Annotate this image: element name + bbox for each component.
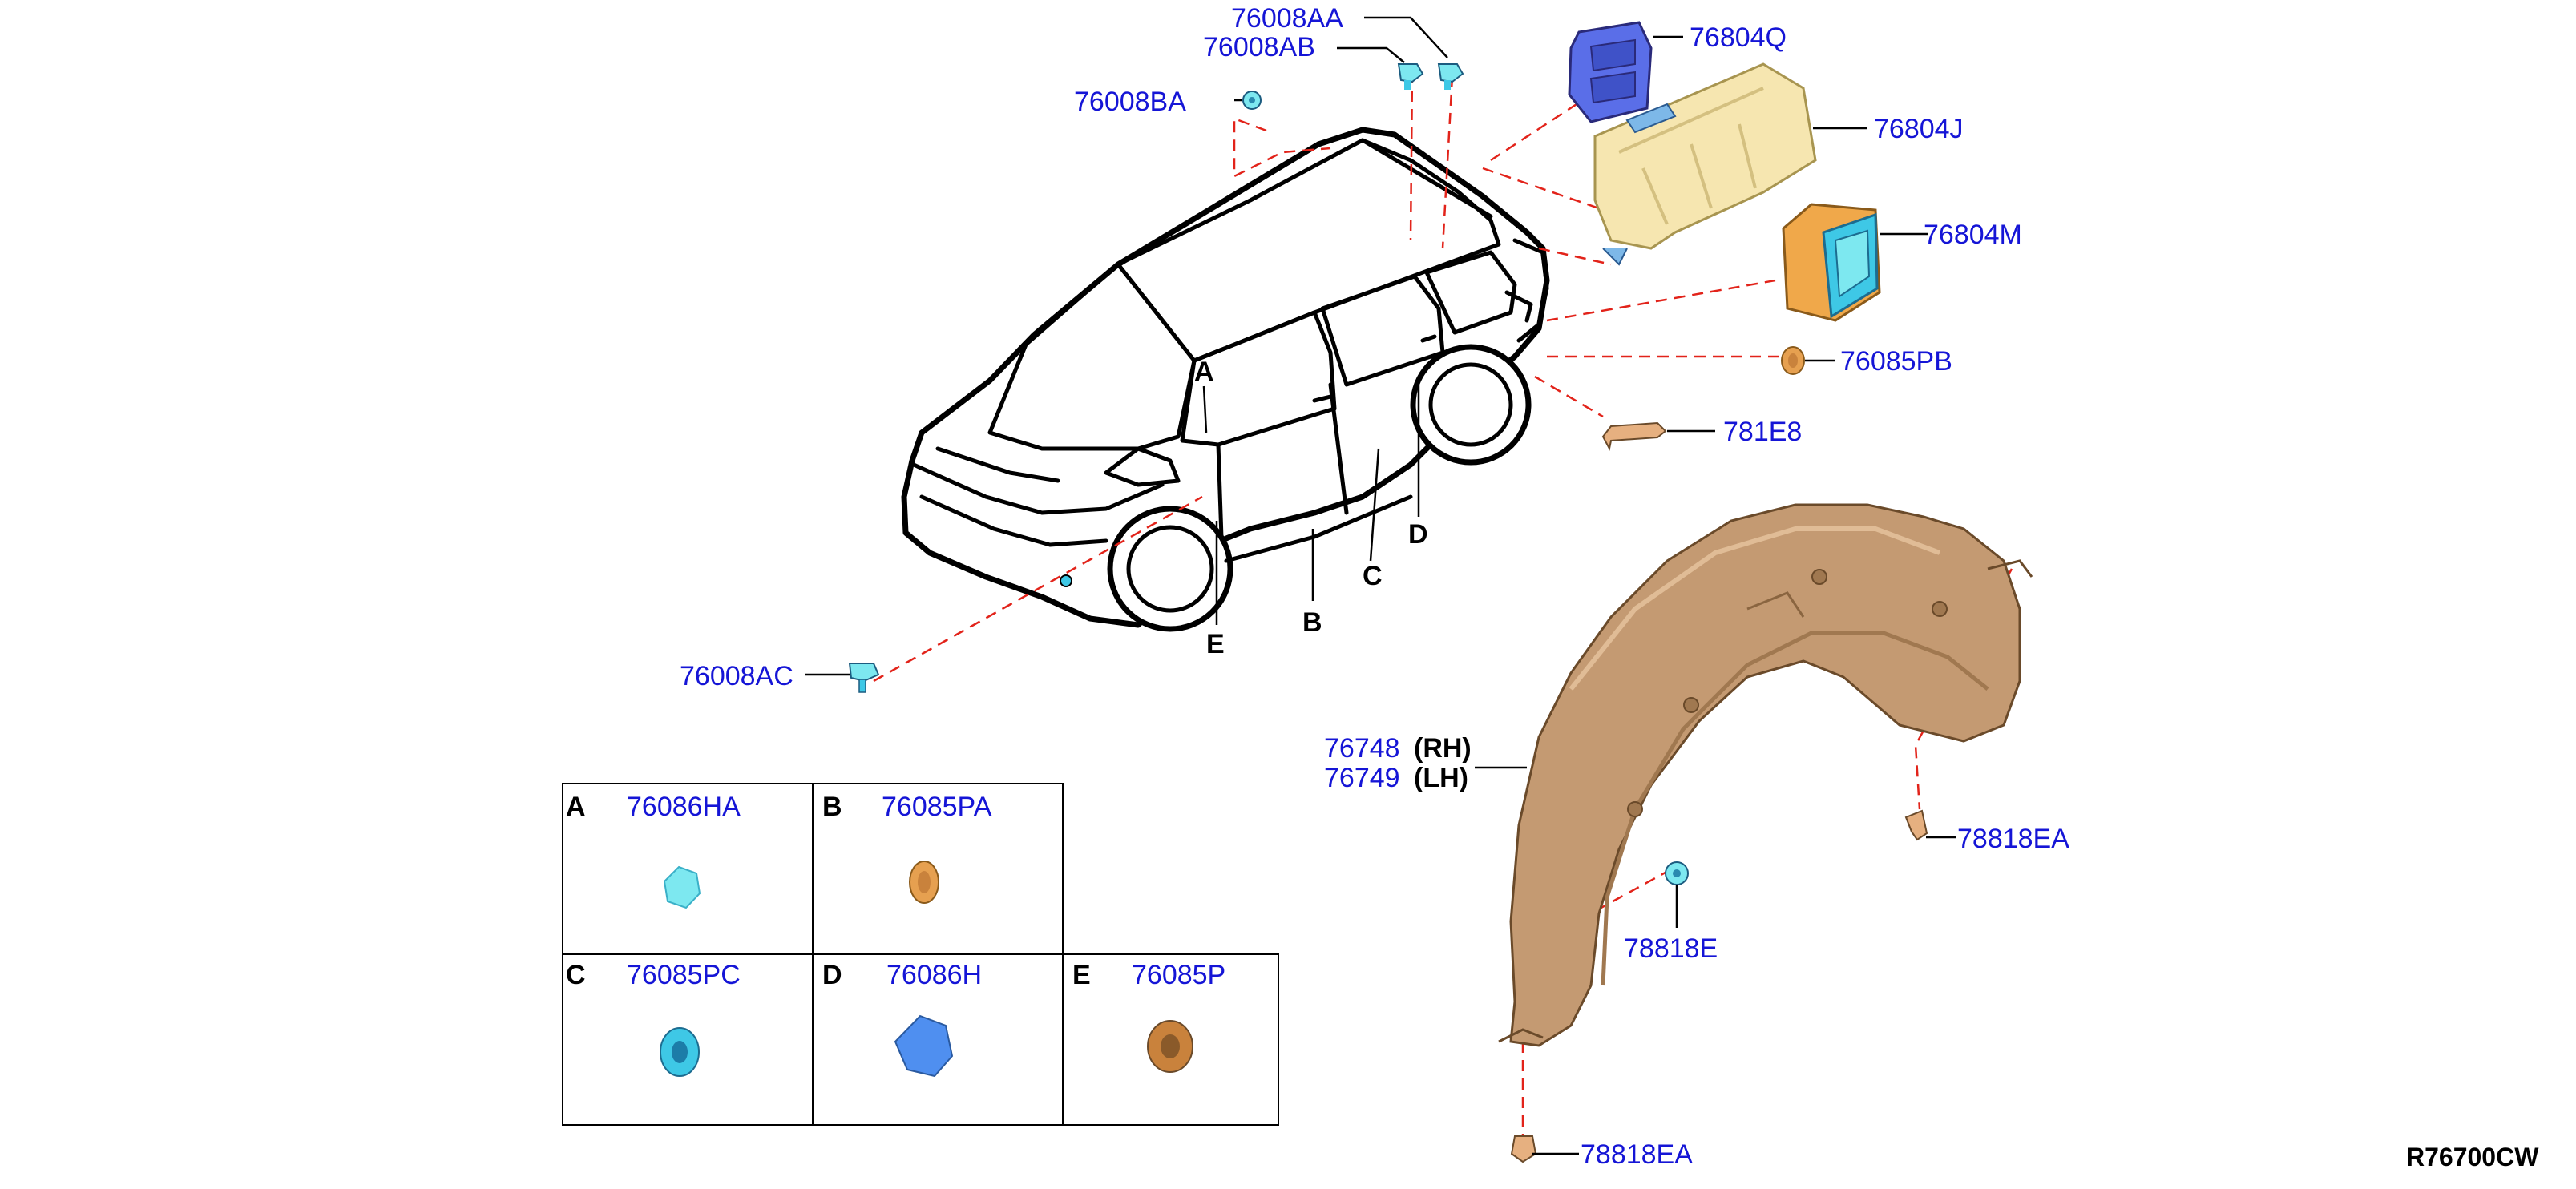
label-76008ac: 76008AC — [680, 661, 793, 691]
legend-letter-e: E — [1072, 960, 1091, 990]
label-76008ba: 76008BA — [1074, 87, 1186, 117]
label-781e8: 781E8 — [1723, 417, 1802, 447]
label-76748: 76748 — [1324, 733, 1400, 764]
label-76804m: 76804M — [1924, 220, 2022, 250]
wheel-house-liner — [1498, 503, 2033, 1047]
label-76804q: 76804Q — [1690, 22, 1787, 53]
vehicle-outline — [901, 127, 1550, 632]
box-76804m — [1782, 203, 1881, 322]
label-leaders — [805, 16, 1956, 1155]
clip-76008ab — [1397, 63, 1424, 90]
legend-cell-d: D 76086H — [822, 960, 982, 1078]
plug-76085pb — [1781, 346, 1805, 375]
legend-cell-a: A 76086HA — [566, 792, 741, 909]
callout-d: D — [1408, 519, 1428, 550]
label-76008aa: 76008AA — [1231, 3, 1343, 34]
legend-part-a: 76086HA — [627, 792, 741, 822]
bracket-781e8 — [1601, 421, 1667, 451]
diagram-code: R76700CW — [2406, 1143, 2539, 1171]
clip-78818ea-bottom — [1510, 1135, 1537, 1163]
legend-grid — [562, 783, 1279, 1126]
callout-e: E — [1206, 629, 1225, 659]
legend-cell-b: B 76085PA — [822, 792, 992, 904]
legend-letter-c: C — [566, 960, 586, 990]
legend-part-d: 76086H — [886, 960, 982, 990]
legend-letter-a: A — [566, 792, 586, 822]
callout-a: A — [1194, 357, 1214, 387]
clip-76008ac — [848, 663, 880, 693]
legend-cell-e: E 76085P — [1072, 960, 1225, 1073]
callout-c: C — [1363, 561, 1383, 591]
clip-78818ea-top — [1904, 809, 1928, 841]
legend-part-c: 76085PC — [627, 960, 741, 990]
hex-clip-icon — [663, 865, 701, 909]
callout-leaders — [1202, 385, 1420, 625]
label-76749: 76749 — [1324, 763, 1400, 793]
shield-76804j — [1593, 62, 1817, 266]
label-lh: (LH) — [1414, 763, 1468, 793]
clip-76008ba — [1242, 91, 1262, 110]
legend-part-b: 76085PA — [882, 792, 992, 822]
label-78818e: 78818E — [1624, 933, 1718, 964]
label-rh: (RH) — [1414, 733, 1472, 764]
clip-78818e — [1665, 861, 1689, 885]
label-76804j: 76804J — [1874, 114, 1964, 144]
legend-letter-d: D — [822, 960, 842, 990]
label-78818ea-top: 78818EA — [1957, 824, 2069, 854]
hex-cap-icon — [894, 1014, 954, 1078]
legend-cell-c: C 76085PC — [566, 960, 741, 1077]
label-76085pb: 76085PB — [1840, 346, 1952, 377]
label-76008ab: 76008AB — [1203, 32, 1315, 62]
callout-b: B — [1302, 607, 1322, 638]
legend-part-e: 76085P — [1132, 960, 1225, 990]
cover-76804q — [1568, 21, 1653, 123]
clip-76008aa — [1437, 63, 1464, 90]
label-78818ea-bottom: 78818EA — [1581, 1139, 1693, 1170]
legend-letter-b: B — [822, 792, 842, 822]
assembly-leader-lines — [873, 71, 2013, 1138]
